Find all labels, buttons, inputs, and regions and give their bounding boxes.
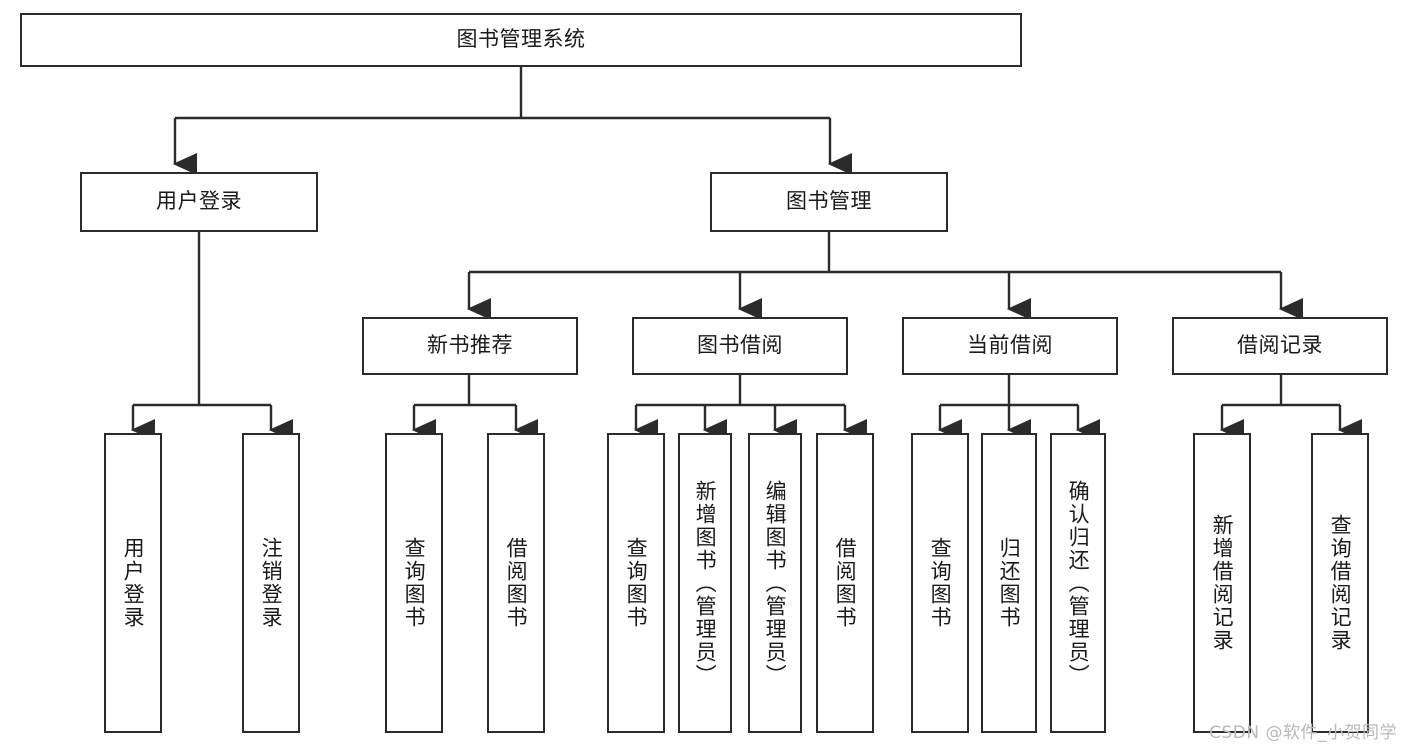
node-current-borrow[interactable]: 当前借阅 [902,317,1118,375]
node-leaf-confirm-return-label: 确认归还（管理员） [1066,479,1091,687]
node-new-book-recommend[interactable]: 新书推荐 [362,317,578,375]
node-leaf-query-book-1-label: 查询图书 [402,537,427,629]
csdn-watermark: CSDN @软件_小贺同学 [1209,723,1397,743]
node-leaf-borrow-book-2[interactable]: 借阅图书 [816,433,874,733]
node-leaf-query-record-label: 查询借阅记录 [1328,514,1353,652]
node-leaf-return-book-label: 归还图书 [997,537,1022,629]
node-current-borrow-label: 当前借阅 [967,333,1053,358]
node-leaf-edit-book[interactable]: 编辑图书（管理员） [748,433,802,733]
node-leaf-query-record[interactable]: 查询借阅记录 [1311,433,1369,733]
node-user-login-label: 用户登录 [156,189,242,214]
node-leaf-add-record-label: 新增借阅记录 [1210,514,1235,652]
node-borrow-record[interactable]: 借阅记录 [1172,317,1388,375]
node-leaf-query-book-3[interactable]: 查询图书 [911,433,969,733]
node-leaf-borrow-book-1[interactable]: 借阅图书 [487,433,545,733]
node-leaf-user-login-label: 用户登录 [121,537,146,629]
node-book-manage[interactable]: 图书管理 [710,172,948,232]
node-root-label: 图书管理系统 [456,27,586,52]
node-leaf-confirm-return[interactable]: 确认归还（管理员） [1050,433,1106,733]
node-new-book-recommend-label: 新书推荐 [427,333,513,358]
node-book-borrow[interactable]: 图书借阅 [632,317,848,375]
node-leaf-query-book-1[interactable]: 查询图书 [385,433,443,733]
node-leaf-edit-book-label: 编辑图书（管理员） [763,479,788,687]
node-leaf-add-record[interactable]: 新增借阅记录 [1193,433,1251,733]
node-leaf-query-book-2-label: 查询图书 [624,537,649,629]
node-leaf-query-book-3-label: 查询图书 [928,537,953,629]
node-book-borrow-label: 图书借阅 [697,333,783,358]
node-leaf-add-book[interactable]: 新增图书（管理员） [678,433,732,733]
node-user-login[interactable]: 用户登录 [80,172,318,232]
node-leaf-return-book[interactable]: 归还图书 [981,433,1037,733]
node-leaf-borrow-book-1-label: 借阅图书 [504,537,529,629]
node-leaf-query-book-2[interactable]: 查询图书 [607,433,665,733]
node-leaf-add-book-label: 新增图书（管理员） [693,479,718,687]
node-leaf-user-login[interactable]: 用户登录 [104,433,162,733]
node-leaf-user-logout[interactable]: 注销登录 [242,433,300,733]
node-book-manage-label: 图书管理 [786,189,872,214]
node-borrow-record-label: 借阅记录 [1237,333,1323,358]
node-leaf-user-logout-label: 注销登录 [259,537,284,629]
node-root[interactable]: 图书管理系统 [20,13,1022,67]
node-leaf-borrow-book-2-label: 借阅图书 [833,537,858,629]
